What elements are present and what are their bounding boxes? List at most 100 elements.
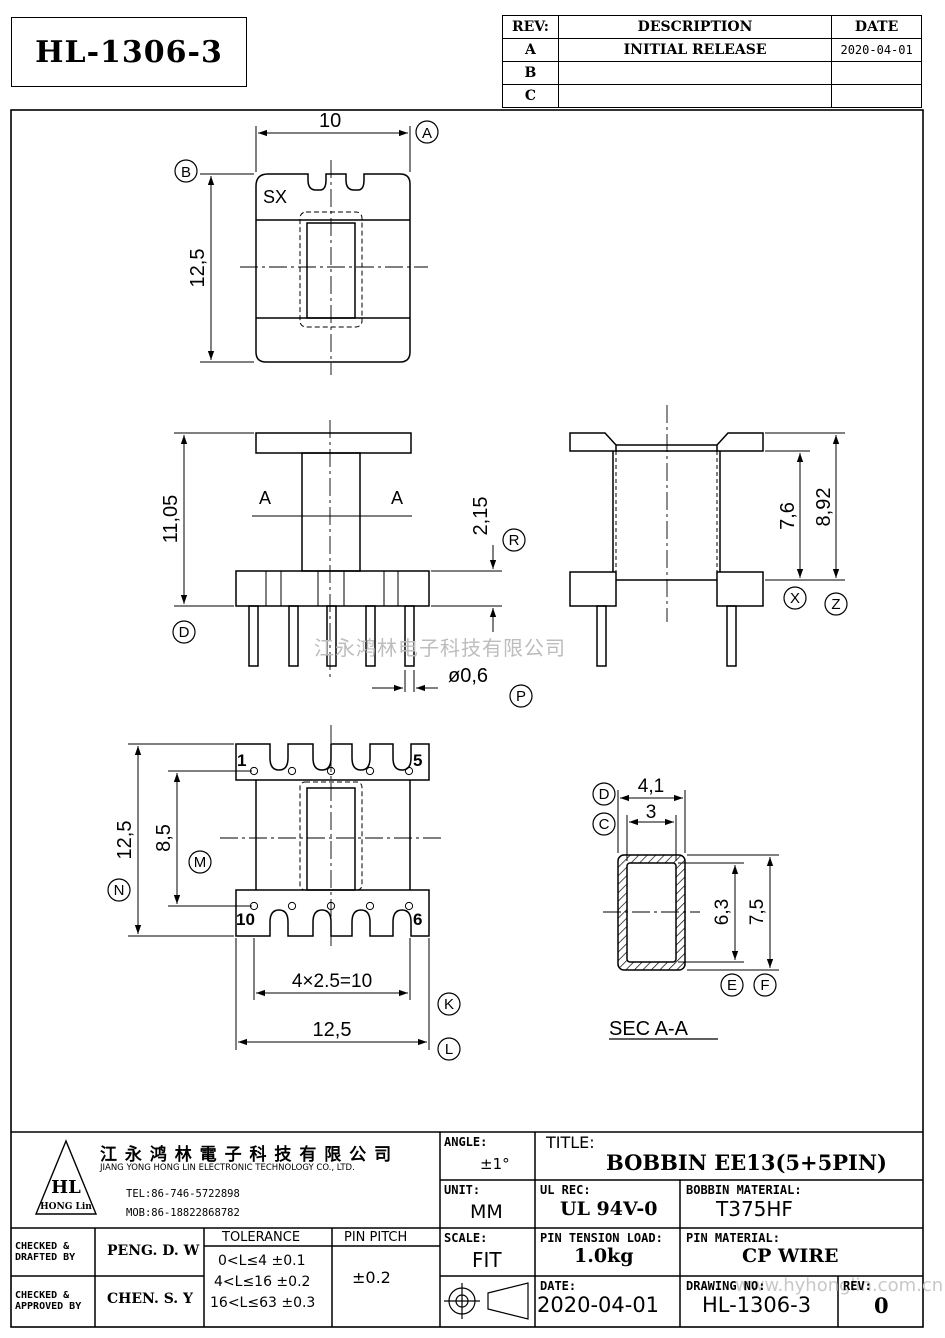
callout-e: E — [727, 977, 737, 994]
drawing-title: BOBBIN EE13(5+5PIN) — [606, 1150, 887, 1175]
bottom-width-dim: 12,5 — [313, 1019, 352, 1041]
top-marking: SX — [263, 187, 287, 207]
callout-b: B — [181, 164, 191, 181]
pin-row-dim: 8,5 — [153, 824, 175, 852]
callout-z: Z — [831, 596, 840, 613]
top-height-dim: 12,5 — [187, 249, 209, 288]
callout-d2: D — [599, 786, 610, 803]
revision-row: C — [502, 84, 922, 108]
unit-label: UNIT: — [444, 1183, 481, 1197]
company-logo — [34, 1139, 98, 1215]
section-inner-width: 3 — [646, 802, 657, 823]
logo-mark: HL — [51, 1177, 81, 1198]
date-value: 2020-04-01 — [537, 1293, 660, 1317]
revision-table: REV: DESCRIPTION DATE A INITIAL RELEASE … — [502, 15, 922, 108]
side-outer-dim: 8,92 — [813, 488, 835, 527]
ul-rec-label: UL REC: — [540, 1183, 591, 1197]
logo-subtext: HONG Lin — [40, 1202, 92, 1212]
date-cell: 2020-04-01 — [831, 38, 922, 62]
scale-label: SCALE: — [444, 1231, 488, 1245]
callout-x: X — [790, 590, 800, 607]
pin-5-label: 5 — [413, 751, 422, 770]
revision-row: B — [502, 61, 922, 85]
ul-rec-value: UL 94V-0 — [560, 1198, 658, 1220]
top-flange-outline — [255, 173, 411, 363]
title-label: TITLE: — [546, 1133, 595, 1152]
bobbin-material-label: BOBBIN MATERIAL: — [686, 1183, 802, 1197]
callout-m: M — [194, 854, 207, 871]
description-cell — [557, 84, 833, 108]
checked-drafted-value: PENG. D. W — [107, 1243, 200, 1259]
section-mark-left: A — [259, 488, 271, 508]
date-header: DATE — [831, 15, 922, 39]
front-view — [172, 420, 533, 708]
callout-p: P — [516, 688, 526, 705]
pin-material-label: PIN MATERIAL: — [686, 1231, 780, 1245]
watermark-url: www.hyhonglin.com.cn — [735, 1275, 944, 1296]
section-title: SEC A-A — [609, 1018, 689, 1040]
top-view — [174, 120, 439, 375]
angle-value: ±1° — [480, 1155, 510, 1173]
part-number-box: HL-1306-3 — [11, 17, 247, 87]
callout-d: D — [179, 624, 190, 641]
company-name-cn: 江 永 鸿 林 電 子 科 技 有 限 公 司 — [100, 1145, 393, 1165]
pin-pitch-value: ±0.2 — [352, 1268, 391, 1287]
pin-10-label: 10 — [236, 910, 255, 929]
tolerance-row: 0<L≤4 ±0.1 — [218, 1253, 306, 1269]
pin-6-label: 6 — [413, 910, 422, 929]
unit-value: MM — [470, 1201, 503, 1223]
side-inner-dim: 7,6 — [777, 502, 799, 530]
company-mob: MOB:86-18822868782 — [126, 1207, 240, 1219]
angle-label: ANGLE: — [444, 1135, 488, 1149]
bottom-height-dim: 12,5 — [114, 821, 136, 860]
pin-pitch-label: PIN PITCH — [344, 1230, 408, 1245]
callout-l: L — [445, 1041, 453, 1058]
callout-a: A — [422, 125, 432, 142]
rev-value: 0 — [874, 1293, 889, 1318]
company-tel: TEL:86-746-5722898 — [126, 1188, 240, 1200]
pin-pitch-dim: 4×2.5=10 — [292, 971, 372, 992]
callout-k: K — [444, 996, 454, 1013]
section-view — [592, 782, 779, 1040]
description-cell: INITIAL RELEASE — [557, 38, 833, 62]
date-cell — [831, 61, 922, 85]
scale-value: FIT — [472, 1248, 502, 1272]
section-inner-height: 6,3 — [712, 899, 733, 925]
bottom-view — [107, 725, 461, 1061]
checked-approved-label: CHECKED & APPROVED BY — [15, 1290, 82, 1312]
pin-diameter-dim: ø0,6 — [448, 665, 488, 687]
title-block-grid — [11, 1131, 923, 1327]
bobbin-material-value: T375HF — [716, 1197, 793, 1221]
watermark: 江永鸿林电子科技有限公司 — [314, 636, 566, 660]
part-number: HL-1306-3 — [35, 34, 223, 70]
callout-f: F — [760, 977, 769, 994]
checked-approved-value: CHEN. S. Y — [107, 1291, 194, 1307]
top-width-dim: 10 — [319, 110, 341, 132]
callout-r: R — [509, 532, 520, 549]
section-outer-width: 4,1 — [638, 776, 664, 797]
front-height-dim: 11,05 — [160, 495, 182, 544]
callout-c: C — [599, 816, 610, 833]
date-cell — [831, 84, 922, 108]
projection-symbol — [444, 1282, 529, 1320]
section-mark-right: A — [391, 488, 403, 508]
sheet-border — [10, 109, 924, 1328]
side-view — [569, 405, 848, 667]
pin-tension-label: PIN TENSION LOAD: — [540, 1231, 663, 1245]
pin-1-label: 1 — [237, 751, 246, 770]
rev-label: REV: — [843, 1279, 872, 1293]
tolerance-row: 16<L≤63 ±0.3 — [210, 1295, 316, 1311]
callout-n: N — [114, 882, 125, 899]
tolerance-label: TOLERANCE — [222, 1230, 301, 1245]
drawing-no-label: DRAWING NO: — [686, 1279, 766, 1293]
section-outer-height: 7,5 — [747, 899, 768, 925]
revision-row: A INITIAL RELEASE 2020-04-01 — [502, 38, 922, 62]
pin-tension-value: 1.0kg — [574, 1245, 634, 1267]
tolerance-row: 4<L≤16 ±0.2 — [214, 1274, 311, 1290]
checked-drafted-label: CHECKED & DRAFTED BY — [15, 1241, 76, 1263]
company-name-en: JIANG YONG HONG LIN ELECTRONIC TECHNOLOG… — [100, 1163, 355, 1173]
pin-material-value: CP WIRE — [742, 1245, 839, 1267]
rev-cell: C — [502, 84, 559, 108]
